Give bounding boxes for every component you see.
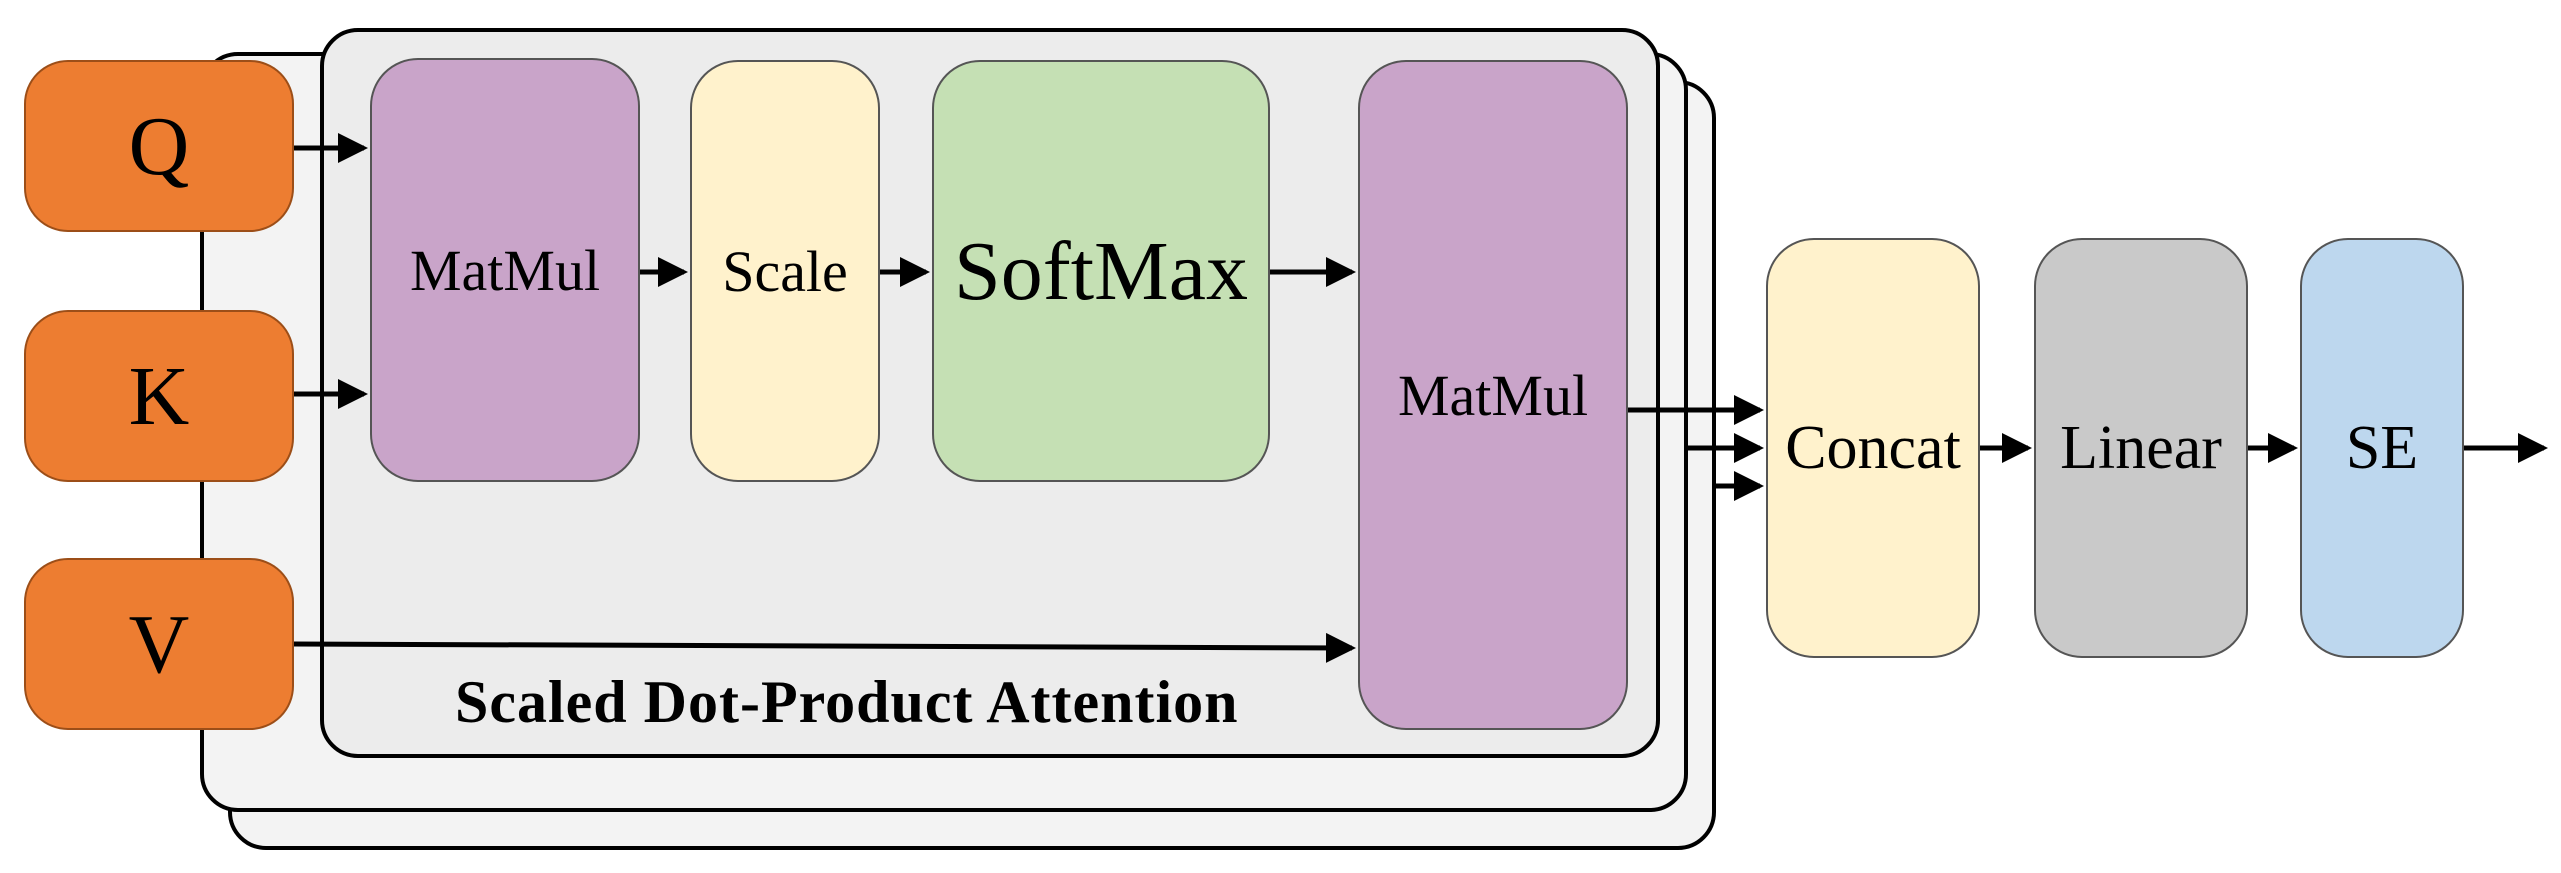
input-v-label: V <box>128 597 190 691</box>
input-k-label: K <box>128 349 190 443</box>
matmul-1: MatMul <box>370 58 640 482</box>
concat-block: Concat <box>1766 238 1980 658</box>
scale-label: Scale <box>722 238 848 304</box>
scale-block: Scale <box>690 60 880 482</box>
input-k: K <box>24 310 294 482</box>
input-q: Q <box>24 60 294 232</box>
concat-label: Concat <box>1785 413 1961 482</box>
matmul-2-label: MatMul <box>1397 362 1589 428</box>
matmul-1-label: MatMul <box>409 237 601 303</box>
attention-block-title: Scaled Dot-Product Attention <box>455 669 1239 735</box>
se-label: SE <box>2345 413 2419 482</box>
softmax-label: SoftMax <box>954 224 1248 318</box>
linear-label: Linear <box>2060 413 2222 482</box>
input-v: V <box>24 558 294 730</box>
softmax-block: SoftMax <box>932 60 1270 482</box>
input-q-label: Q <box>128 99 190 193</box>
matmul-2: MatMul <box>1358 60 1628 730</box>
linear-block: Linear <box>2034 238 2248 658</box>
se-block: SE <box>2300 238 2464 658</box>
